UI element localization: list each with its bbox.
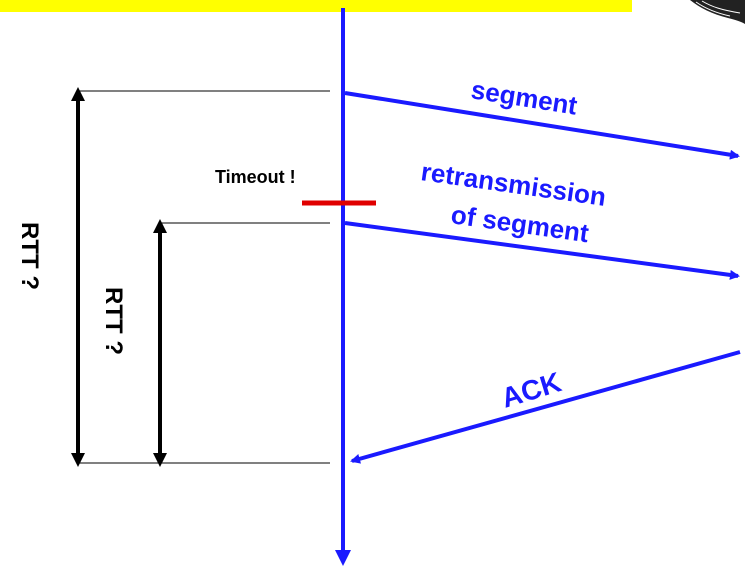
timeline-arrowhead (335, 550, 351, 566)
retransmission-label-line1: retransmission (419, 156, 608, 212)
segment-arrow (344, 91, 740, 160)
title-banner (0, 0, 632, 12)
scribble-graphic (690, 0, 745, 24)
retransmission-arrow (344, 221, 740, 280)
rtt-inner-label: RTT ? (100, 287, 127, 355)
timeout-label: Timeout ! (215, 167, 296, 187)
ack-label: ACK (498, 366, 565, 413)
ack-arrow (350, 350, 741, 464)
rtt-outer-label: RTT ? (16, 222, 43, 290)
